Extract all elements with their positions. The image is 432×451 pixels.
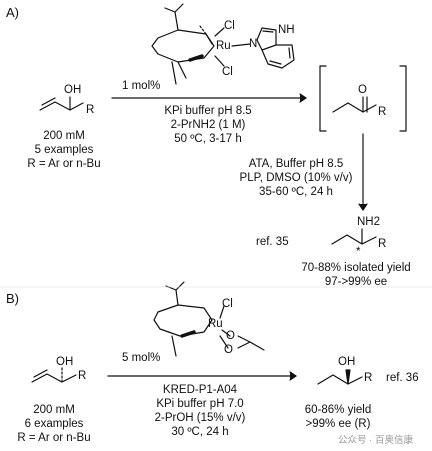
reaction-arrow-a1 (111, 93, 307, 103)
ee-b: >99% ee (R) (305, 418, 371, 430)
ru-acetate-catalyst-structure (153, 281, 265, 357)
conditions-b-line1: KRED-P1-A04 (162, 384, 238, 396)
amine-product-structure (331, 228, 377, 245)
loading-b: 5 mol% (122, 352, 161, 364)
reaction-arrow-a2 (358, 133, 368, 211)
reference-a: ref. 35 (256, 236, 289, 248)
product-b-oh: OH (338, 356, 356, 368)
substrate-b-r: R (78, 370, 87, 382)
conditions-b-line3: 2-PrOH (15% v/v) (154, 412, 246, 424)
panel-b-label: B) (6, 291, 19, 306)
substrate-a-structure (39, 96, 84, 111)
catalyst-a-n: N (249, 38, 258, 50)
catalyst-a-ru: Ru (216, 40, 231, 52)
ketone-r: R (378, 106, 387, 118)
substrate-b-r-definition: R = Ar or n-Bu (17, 432, 91, 444)
catalyst-b-o1: O (226, 330, 235, 342)
substrate-a-examples: 5 examples (34, 144, 94, 156)
conditions-a2-line2: PLP, DMSO (10% v/v) (239, 172, 353, 184)
substrate-b-structure (31, 367, 77, 383)
reference-b: ref. 36 (386, 372, 419, 384)
panel-a-label: A) (6, 5, 19, 20)
catalyst-b-cl: Cl (222, 298, 233, 310)
catalyst-a-nh: NH (278, 24, 295, 36)
ketone-structure (332, 96, 377, 113)
loading-a: 1 mol% (122, 80, 161, 92)
substrate-b-oh: OH (56, 356, 74, 368)
conditions-a1-line3: 50 ºC, 3-17 h (174, 133, 242, 145)
product-a-r: R (378, 238, 387, 250)
yield-a: 70-88% isolated yield (301, 262, 411, 274)
ru-cymene-catalyst-structure (151, 3, 295, 85)
alcohol-product-structure (317, 369, 363, 385)
reaction-arrow-b (107, 371, 297, 381)
conditions-b-line4: 30 ºC, 24 h (171, 426, 229, 438)
substrate-b-examples: 6 examples (24, 418, 84, 430)
catalyst-b-ru: Ru (208, 318, 223, 330)
conditions-a2-line3: 35-60 ºC, 24 h (259, 186, 333, 198)
product-a-stereocenter: * (356, 246, 361, 258)
yield-b: 60-86% yield (304, 404, 372, 416)
catalyst-b-o2: O (224, 344, 233, 356)
substrate-b-concentration: 200 mM (33, 404, 75, 416)
product-a-nh2: NH2 (357, 216, 381, 228)
substrate-a-r: R (86, 104, 95, 116)
ee-a: 97->99% ee (324, 276, 388, 288)
ketone-o: O (358, 84, 367, 96)
substrate-a-concentration: 200 mM (43, 130, 85, 142)
product-b-r: R (364, 372, 373, 384)
intermediate-brackets (319, 65, 407, 132)
catalyst-a-cl-top: Cl (224, 20, 235, 32)
conditions-a1-line2: 2-PrNH2 (1 M) (170, 119, 246, 131)
conditions-a1-line1: KPi buffer pH 8.5 (164, 105, 252, 117)
conditions-a2-line1: ATA, Buffer pH 8.5 (248, 158, 344, 170)
substrate-a-oh: OH (64, 84, 82, 96)
conditions-b-line2: KPi buffer pH 7.0 (156, 398, 244, 410)
substrate-a-r-definition: R = Ar or n-Bu (27, 158, 101, 170)
watermark: 公众号 · 百奥信康 (338, 435, 413, 446)
catalyst-a-cl-bottom: Cl (222, 66, 233, 78)
